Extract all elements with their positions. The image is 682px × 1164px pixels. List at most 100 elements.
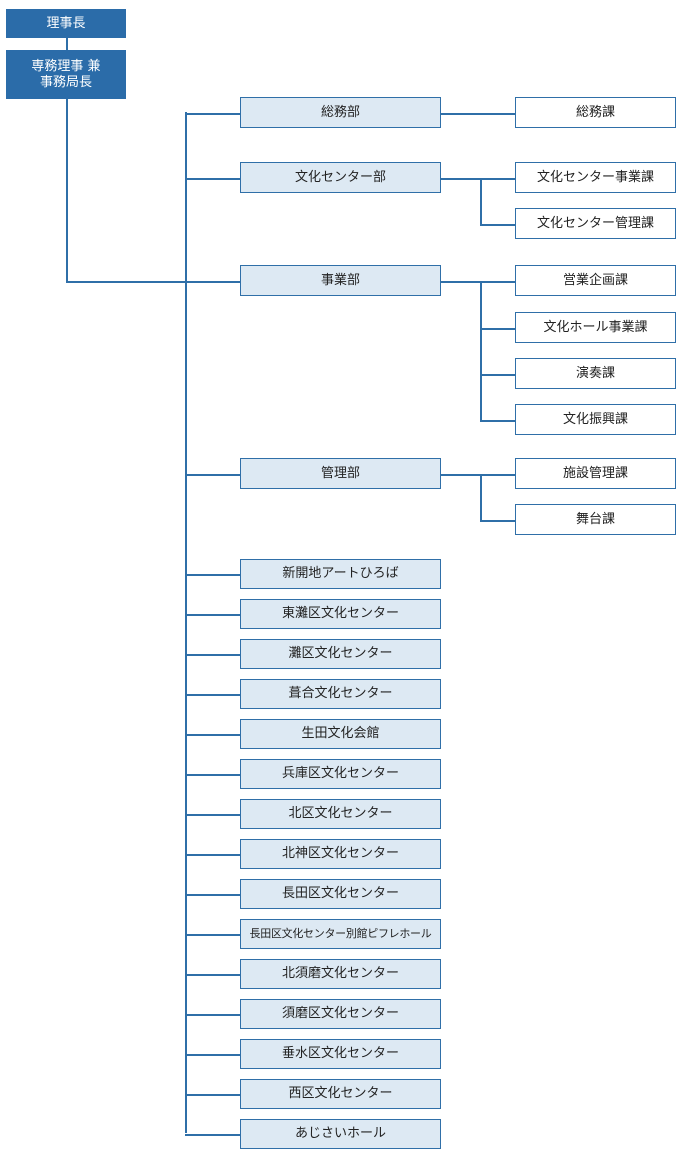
section-box-label: 文化センター管理課 [536,215,654,231]
facility-box: 西区文化センター [240,1079,441,1109]
section-box: 文化ホール事業課 [515,312,676,343]
department-box: 管理部 [240,458,441,489]
connector-section-2-2 [480,374,515,376]
facility-box-label: 新開地アートひろば [282,566,399,582]
section-box: 文化センター事業課 [515,162,676,193]
connector-sub-trunk-2 [480,281,482,422]
connector-section-2-1 [480,328,515,330]
facility-box: 葺合文化センター [240,679,441,709]
facility-box-label: 長田区文化センター別館ピフレホール [249,927,432,941]
facility-box-label: 東灘区文化センター [281,606,399,622]
facility-box-label: 須磨区文化センター [281,1006,399,1022]
chairman-label: 理事長 [46,15,86,31]
department-box-label: 事業部 [320,272,360,288]
connector-dept-2 [185,281,240,283]
connector-facility-3 [185,694,240,696]
facility-box-label: 灘区文化センター [288,646,393,662]
connector-section-3-1 [480,520,515,522]
section-box-label: 文化センター事業課 [536,169,654,185]
connector-facility-2 [185,654,240,656]
connector-main-trunk [185,112,187,1133]
facility-box-label: 北須磨文化センター [281,966,399,982]
connector-section-0-0 [441,113,515,115]
department-box: 総務部 [240,97,441,128]
connector-facility-5 [185,774,240,776]
connector-facility-7 [185,854,240,856]
section-box: 施設管理課 [515,458,676,489]
director-label-line2: 事務局長 [39,74,92,90]
section-box-label: 舞台課 [575,511,615,527]
department-box: 事業部 [240,265,441,296]
facility-box: 長田区文化センター別館ピフレホール [240,919,441,949]
facility-box-label: 西区文化センター [288,1086,393,1102]
connector-section-3-0 [480,474,515,476]
connector-section-2-3 [480,420,515,422]
section-box-label: 施設管理課 [562,465,628,481]
connector-facility-13 [185,1094,240,1096]
connector-facility-12 [185,1054,240,1056]
section-box: 総務課 [515,97,676,128]
connector-section-1-1 [480,224,515,226]
section-box-label: 文化ホール事業課 [543,319,648,335]
department-box-label: 文化センター部 [294,169,386,185]
facility-box-label: 垂水区文化センター [281,1046,399,1062]
facility-box: 東灘区文化センター [240,599,441,629]
connector-dept-0 [185,113,240,115]
section-box: 文化センター管理課 [515,208,676,239]
connector-facility-6 [185,814,240,816]
facility-box: 垂水区文化センター [240,1039,441,1069]
connector-facility-8 [185,894,240,896]
facility-box: 長田区文化センター [240,879,441,909]
section-box-label: 営業企画課 [562,272,628,288]
facility-box-label: 北区文化センター [288,806,393,822]
connector-dept-out-2 [441,281,480,283]
connector-sub-trunk-1 [480,178,482,226]
facility-box: 北須磨文化センター [240,959,441,989]
connector-dept-out-3 [441,474,480,476]
connector-sub-trunk-3 [480,474,482,522]
connector-facility-10 [185,974,240,976]
department-box-label: 管理部 [320,465,360,481]
facility-box: 須磨区文化センター [240,999,441,1029]
facility-box: 兵庫区文化センター [240,759,441,789]
section-box-label: 文化振興課 [562,411,628,427]
section-box-label: 総務課 [575,104,615,120]
connector-section-1-0 [480,178,515,180]
connector-facility-1 [185,614,240,616]
director-label-line1: 専務理事 兼 [31,58,101,74]
connector-chairman-director [66,38,68,50]
facility-box-label: 生田文化会館 [301,726,380,742]
facility-box-label: あじさいホール [294,1126,386,1142]
facility-box: 北神区文化センター [240,839,441,869]
connector-facility-11 [185,1014,240,1016]
facility-box-label: 兵庫区文化センター [281,766,399,782]
connector-section-2-0 [480,281,515,283]
facility-box: 灘区文化センター [240,639,441,669]
facility-box: 新開地アートひろば [240,559,441,589]
department-box: 文化センター部 [240,162,441,193]
section-box: 文化振興課 [515,404,676,435]
connector-facility-4 [185,734,240,736]
facility-box-label: 北神区文化センター [281,846,399,862]
director-box: 専務理事 兼 事務局長 [6,50,126,99]
department-box-label: 総務部 [320,104,360,120]
facility-box: 北区文化センター [240,799,441,829]
connector-dept-3 [185,474,240,476]
connector-facility-9 [185,934,240,936]
facility-box: 生田文化会館 [240,719,441,749]
section-box: 演奏課 [515,358,676,389]
connector-facility-14 [185,1134,240,1136]
facility-box-label: 葺合文化センター [288,686,393,702]
connector-dept-out-1 [441,178,480,180]
section-box-label: 演奏課 [575,365,615,381]
facility-box-label: 長田区文化センター [281,886,399,902]
chairman-box: 理事長 [6,9,126,38]
connector-director-down [66,99,68,282]
section-box: 営業企画課 [515,265,676,296]
connector-facility-0 [185,574,240,576]
connector-dept-1 [185,178,240,180]
facility-box: あじさいホール [240,1119,441,1149]
section-box: 舞台課 [515,504,676,535]
connector-director-trunk [66,281,186,283]
